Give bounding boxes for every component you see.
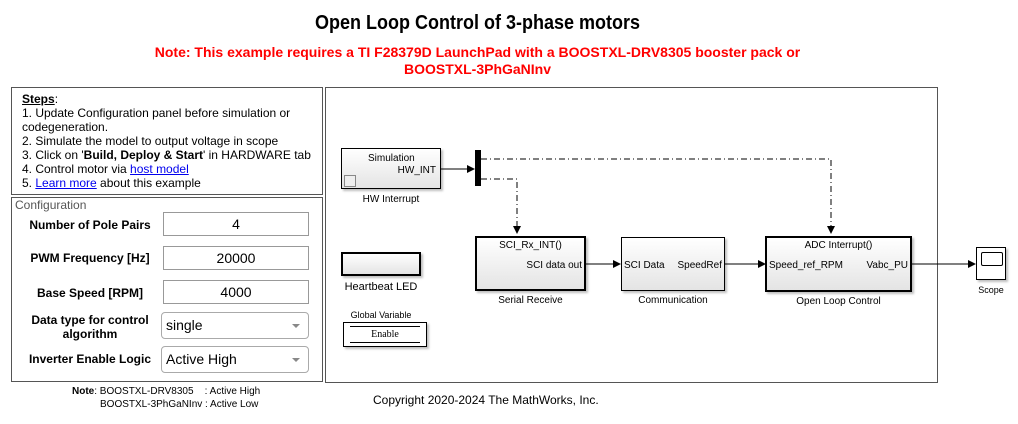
steps-heading-colon: : bbox=[54, 92, 59, 106]
step-4: 4. Control motor via host model bbox=[22, 162, 189, 176]
chevron-down-icon bbox=[292, 324, 300, 328]
inverter-enable-label: Inverter Enable Logic bbox=[28, 352, 152, 366]
page-title: Open Loop Control of 3-phase motors bbox=[314, 12, 640, 34]
sci-rx-trigger-label: SCI_Rx_INT() bbox=[499, 240, 562, 251]
demux-bar[interactable] bbox=[475, 150, 481, 186]
subsystem-icon bbox=[344, 175, 356, 187]
base-speed-input[interactable]: 4000 bbox=[163, 280, 309, 304]
pwm-frequency-label: PWM Frequency [Hz] bbox=[30, 251, 150, 265]
enable-label: Enable bbox=[371, 329, 399, 340]
step-3: 3. Click on 'Build, Deploy & Start' in H… bbox=[22, 148, 311, 162]
inverter-enable-value: Active High bbox=[166, 351, 237, 367]
step-1-text: Update Configuration panel before simula… bbox=[22, 106, 291, 134]
hw-interrupt-name: HW Interrupt bbox=[362, 194, 420, 205]
note-line-gan: BOOSTXL-3PhGaNInv : Active Low bbox=[100, 399, 259, 410]
step-2-text: Simulate the model to output voltage in … bbox=[35, 134, 279, 148]
note-label: Note bbox=[72, 386, 95, 397]
inverter-logic-note: Note: BOOSTXL-DRV8305 : Active High BOOS… bbox=[72, 386, 261, 410]
communication-block[interactable]: SCI Data SpeedRef bbox=[621, 237, 725, 291]
step-4-prefix: Control motor via bbox=[35, 162, 131, 176]
speed-ref-rpm-port: Speed_ref_RPM bbox=[769, 260, 843, 271]
steps-list: Steps: 1. Update Configuration panel bef… bbox=[22, 92, 322, 190]
inverter-enable-select[interactable]: Active High bbox=[161, 346, 309, 373]
open-loop-control-block[interactable]: ADC Interrupt() Speed_ref_RPM Vabc_PU bbox=[765, 236, 912, 292]
adc-trigger-line bbox=[481, 158, 835, 234]
serial-receive-name: Serial Receive bbox=[498, 295, 563, 306]
hardware-requirement-note: Note: This example requires a TI F28379D… bbox=[0, 44, 955, 78]
data-type-select[interactable]: single bbox=[161, 312, 309, 339]
global-variable-title: Global Variable bbox=[350, 310, 412, 320]
model-canvas bbox=[325, 87, 938, 383]
pole-pairs-label: Number of Pole Pairs bbox=[29, 218, 151, 232]
heartbeat-led-name: Heartbeat LED bbox=[344, 281, 418, 293]
step-3-prefix: Click on ' bbox=[35, 148, 84, 162]
scope-block[interactable] bbox=[976, 247, 1006, 280]
scope-icon bbox=[981, 252, 1003, 266]
step-5-suffix: about this example bbox=[96, 176, 201, 190]
host-model-link[interactable]: host model bbox=[130, 162, 189, 176]
copyright-text: Copyright 2020-2024 The MathWorks, Inc. bbox=[373, 393, 599, 407]
global-variable-block[interactable]: Enable bbox=[343, 322, 427, 347]
pwm-frequency-input[interactable]: 20000 bbox=[163, 246, 309, 270]
steps-panel bbox=[11, 87, 323, 195]
step-2: 2. Simulate the model to output voltage … bbox=[22, 134, 279, 148]
base-speed-label: Base Speed [RPM] bbox=[36, 286, 144, 300]
serial-receive-block[interactable]: SCI_Rx_INT() SCI data out bbox=[475, 236, 586, 291]
learn-more-link[interactable]: Learn more bbox=[35, 176, 97, 190]
note-line-drv8305: BOOSTXL-DRV8305 : Active High bbox=[99, 386, 261, 397]
heartbeat-led-block[interactable] bbox=[341, 252, 421, 276]
step-1: 1. Update Configuration panel before sim… bbox=[22, 106, 291, 134]
chevron-down-icon bbox=[292, 358, 300, 362]
pole-pairs-input[interactable]: 4 bbox=[163, 212, 309, 236]
step-5: 5. Learn more about this example bbox=[22, 176, 201, 190]
data-type-label: Data type for control algorithm bbox=[31, 313, 149, 341]
step-3-bold: Build, Deploy & Start bbox=[83, 148, 203, 162]
open-loop-control-name: Open Loop Control bbox=[796, 296, 881, 307]
configuration-panel bbox=[11, 197, 323, 382]
vabc-pu-port: Vabc_PU bbox=[866, 260, 908, 271]
communication-name: Communication bbox=[638, 295, 708, 306]
sci-data-out-port: SCI data out bbox=[526, 260, 582, 271]
hw-interrupt-top-text: Simulation bbox=[368, 153, 415, 164]
note-line-1: Note: This example requires a TI F28379D… bbox=[154, 44, 801, 60]
steps-heading: Steps bbox=[22, 92, 55, 106]
step-3-suffix: ' in HARDWARE tab bbox=[203, 148, 311, 162]
note-line-2: BOOSTXL-3PhGaNInv bbox=[403, 61, 552, 77]
sci-data-in-port: SCI Data bbox=[624, 260, 665, 271]
data-type-value: single bbox=[166, 317, 203, 333]
speedref-port: SpeedRef bbox=[677, 260, 722, 271]
adc-interrupt-trigger-label: ADC Interrupt() bbox=[804, 240, 873, 251]
configuration-title: Configuration bbox=[15, 198, 87, 212]
sci-trigger-line bbox=[481, 178, 521, 234]
hw-int-port: HW_INT bbox=[397, 165, 436, 176]
hw-interrupt-block[interactable]: Simulation HW_INT bbox=[341, 148, 441, 189]
scope-name: Scope bbox=[978, 285, 1004, 295]
